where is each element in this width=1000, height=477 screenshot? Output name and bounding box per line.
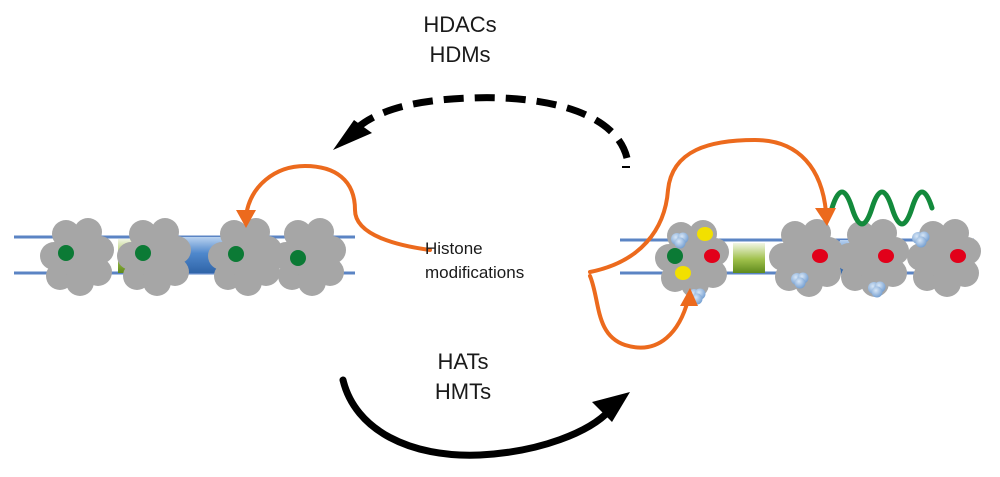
arrow-to-right-nucleosome-near bbox=[588, 274, 690, 350]
label-hdacs: HDACs bbox=[423, 12, 497, 37]
green-mark bbox=[228, 246, 244, 262]
green-mark bbox=[290, 250, 306, 266]
mrna-wave-icon bbox=[829, 189, 935, 227]
label-hats: HATs bbox=[437, 349, 489, 374]
yellow-mark bbox=[697, 227, 713, 241]
nucleosome bbox=[907, 219, 981, 297]
green-mark bbox=[58, 245, 74, 261]
histone-modifications-label: Histone modifications bbox=[425, 237, 555, 285]
open-chromatin bbox=[620, 189, 981, 305]
label-modifications: modifications bbox=[425, 263, 525, 282]
label-histone: Histone bbox=[425, 239, 483, 258]
label-hmts: HMTs bbox=[434, 379, 492, 404]
orange-arrows bbox=[236, 137, 836, 350]
arrowhead bbox=[815, 208, 836, 226]
arrowhead bbox=[333, 120, 372, 150]
green-block-right bbox=[733, 243, 765, 273]
nucleosome bbox=[769, 219, 843, 297]
red-mark bbox=[950, 249, 966, 263]
arrow-to-right-nucleosome-far bbox=[588, 137, 828, 274]
label-hdms: HDMs bbox=[429, 42, 491, 67]
arrowhead bbox=[592, 392, 630, 422]
yellow-mark bbox=[675, 266, 691, 280]
arrowhead bbox=[236, 210, 256, 228]
green-mark bbox=[667, 248, 683, 264]
condensed-chromatin bbox=[14, 218, 355, 296]
deacetylase-demethylase-label: HDACs HDMs bbox=[405, 10, 515, 70]
arrowhead bbox=[680, 288, 698, 306]
red-mark bbox=[704, 249, 720, 263]
red-mark bbox=[812, 249, 828, 263]
nucleosome bbox=[272, 218, 346, 296]
green-mark bbox=[135, 245, 151, 261]
acetyltransferase-methyltransferase-label: HATs HMTs bbox=[418, 347, 508, 407]
dashed-black-arrow bbox=[333, 94, 631, 168]
nucleosome bbox=[208, 218, 282, 296]
solid-black-arrow bbox=[339, 376, 630, 459]
nucleosome bbox=[40, 218, 114, 296]
red-mark bbox=[878, 249, 894, 263]
nucleosome bbox=[117, 218, 191, 296]
arrow-to-left-nucleosome bbox=[244, 163, 432, 252]
